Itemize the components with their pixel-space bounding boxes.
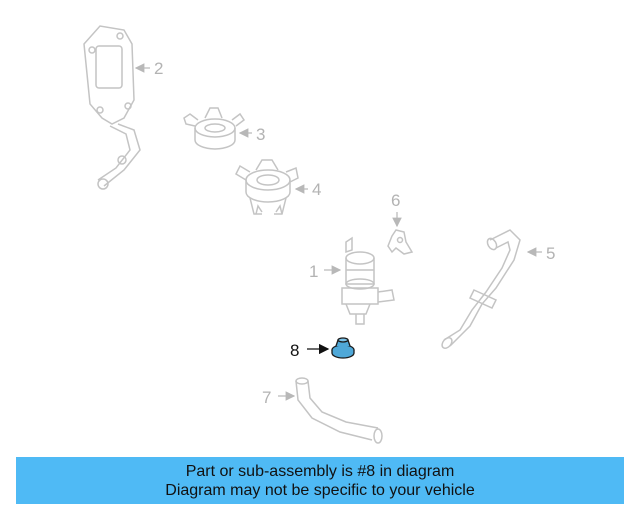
callout-6-label: 6 — [391, 191, 400, 210]
callout-5-label: 5 — [546, 244, 555, 263]
callout-2-label: 2 — [154, 59, 163, 78]
part-5-hose — [441, 229, 521, 350]
info-banner: Part or sub-assembly is #8 in diagram Di… — [16, 457, 624, 504]
part-4-bracket-clamp — [235, 159, 299, 215]
callout-7-label: 7 — [262, 388, 271, 407]
part-8-grommet — [331, 337, 355, 359]
callout-1-label: 1 — [309, 262, 318, 281]
parts-diagram: 2 3 4 6 5 — [83, 25, 555, 444]
part-7-hose — [295, 377, 383, 444]
part-2-bracket — [83, 25, 141, 190]
callout-3-label: 3 — [256, 125, 265, 144]
part-3-clamp — [183, 107, 246, 150]
callout-8-label: 8 — [290, 341, 299, 360]
part-1-pump — [341, 236, 395, 325]
part-6-clip — [387, 229, 414, 255]
banner-part-line: Part or sub-assembly is #8 in diagram — [185, 462, 455, 480]
banner-disclaimer-line: Diagram may not be specific to your vehi… — [165, 481, 475, 499]
callout-4-label: 4 — [312, 180, 321, 199]
